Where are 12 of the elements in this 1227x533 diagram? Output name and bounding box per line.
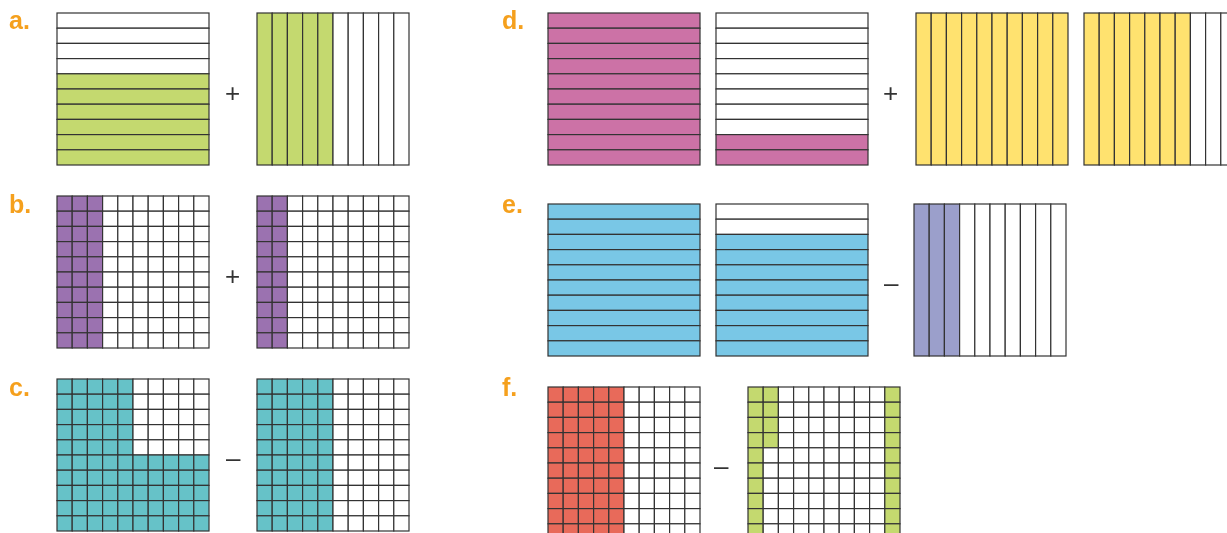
- minus-sign: –: [884, 270, 899, 296]
- minus-sign: –: [226, 445, 241, 471]
- part-letter: b.: [9, 192, 32, 217]
- part-letter: a.: [9, 8, 30, 33]
- minus-sign: –: [714, 453, 729, 479]
- part-letter: f.: [502, 375, 518, 400]
- plus-sign: +: [225, 80, 241, 106]
- plus-sign: +: [225, 263, 241, 289]
- part-letter: d.: [502, 8, 525, 33]
- part-letter: c.: [9, 375, 30, 400]
- part-letter: e.: [502, 192, 523, 217]
- plus-sign: +: [883, 80, 899, 106]
